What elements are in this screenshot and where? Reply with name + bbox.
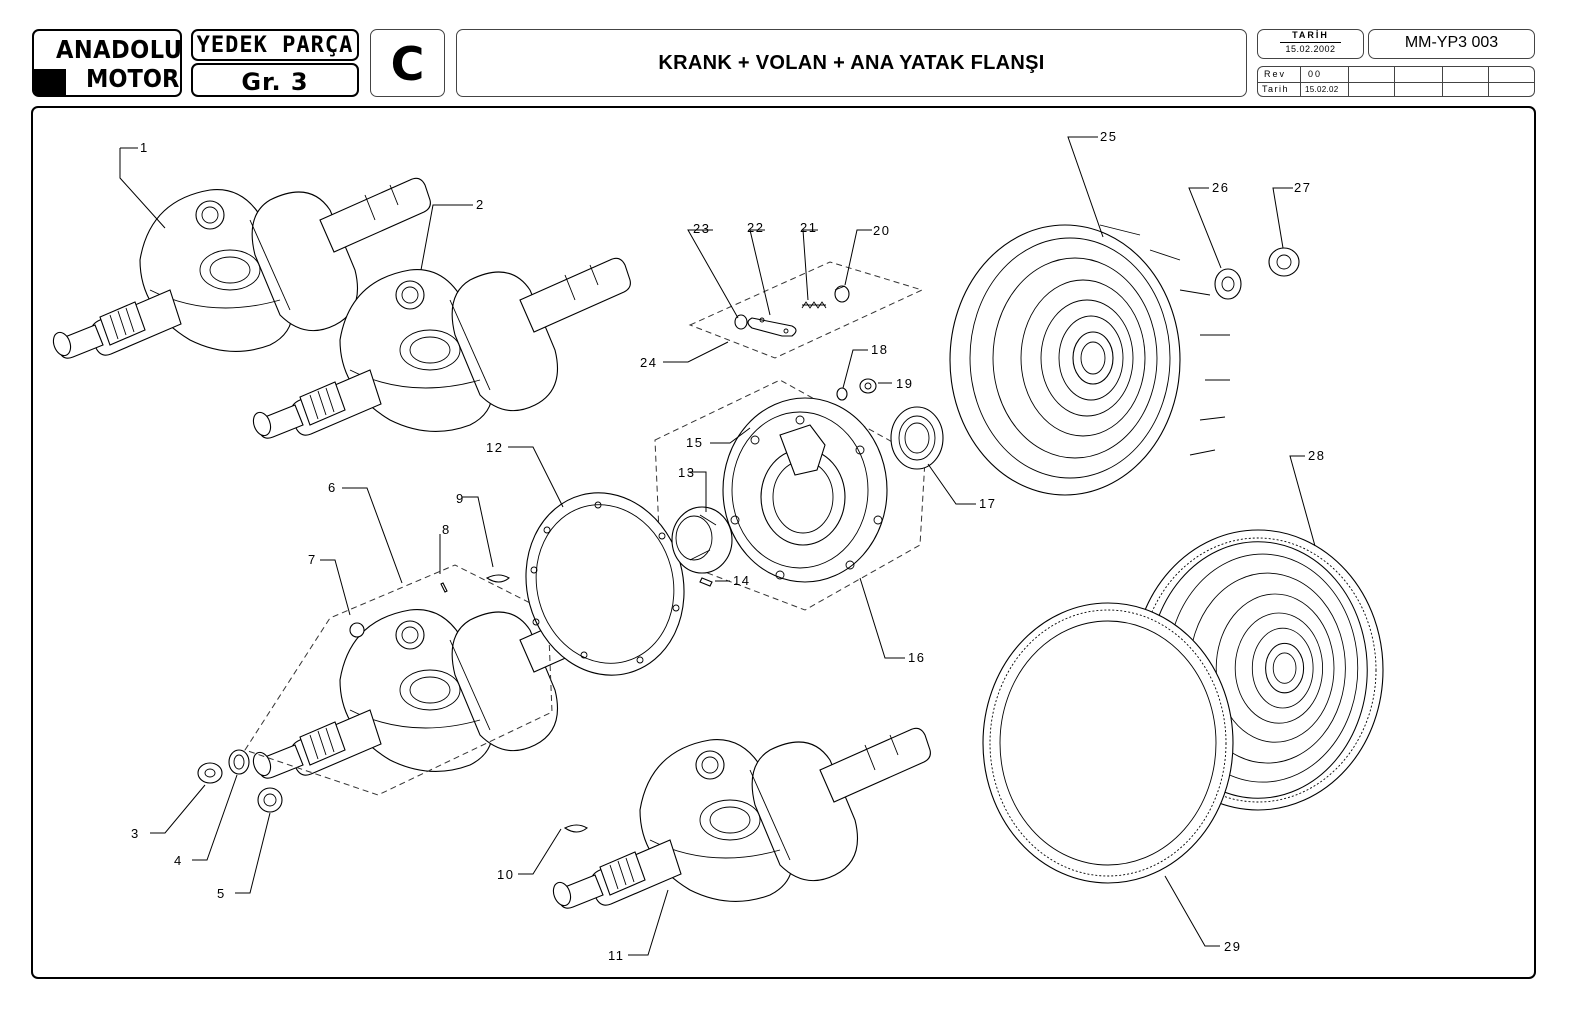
- part-14-pin: [699, 577, 713, 587]
- group-label: Gr. 3: [241, 68, 309, 96]
- part-12-gasket: [525, 492, 685, 676]
- callout-2: 2: [476, 197, 485, 212]
- assembly-group-24: [688, 261, 924, 359]
- rev-col-divider: [1300, 67, 1301, 96]
- leader-lines: [119, 136, 1316, 956]
- date-divider: [1280, 42, 1341, 43]
- doc-number-box: MM-YP3 003: [1368, 29, 1535, 59]
- part-4-washer: [228, 749, 250, 775]
- callout-29: 29: [1224, 939, 1241, 954]
- date-box: TARİH 15.02.2002: [1257, 29, 1364, 59]
- callout-6: 6: [328, 480, 337, 495]
- callout-5: 5: [217, 886, 226, 901]
- part-29-ring-gear: [982, 602, 1234, 884]
- logo-line2: MOTOR: [86, 64, 180, 93]
- callout-15: 15: [686, 435, 703, 450]
- rev-col-divider: [1488, 67, 1489, 96]
- callout-labels: 1 2 3 4 5 6 7 8 9 10 11 12 13 14 15 16 1…: [131, 129, 1325, 963]
- title-box: KRANK + VOLAN + ANA YATAK FLANŞI: [456, 29, 1247, 97]
- callout-24: 24: [640, 355, 657, 370]
- callout-23: 23: [693, 221, 710, 236]
- callout-9: 9: [456, 491, 465, 506]
- callout-4: 4: [174, 853, 183, 868]
- part-23-screw: [734, 314, 748, 330]
- revision-table: Rev 00 Tarih 15.02.02: [1257, 66, 1535, 97]
- date-value: 15.02.2002: [1285, 44, 1336, 54]
- part-9-key: [485, 574, 510, 583]
- page-title: KRANK + VOLAN + ANA YATAK FLANŞI: [658, 52, 1045, 74]
- part-21-spring: [801, 301, 827, 309]
- callout-21: 21: [800, 220, 817, 235]
- rev-col-divider: [1348, 67, 1349, 96]
- company-logo: ANADOLU MOTOR: [32, 29, 182, 97]
- callout-13: 13: [678, 465, 695, 480]
- callout-22: 22: [747, 220, 764, 235]
- part-20-bushing: [834, 285, 850, 303]
- callout-28: 28: [1308, 448, 1325, 463]
- logo-block: [34, 69, 66, 96]
- part-15-flange: [722, 397, 888, 583]
- rev-row-divider: [1258, 82, 1534, 83]
- category-label: YEDEK PARÇA: [196, 33, 354, 58]
- callout-19: 19: [896, 376, 913, 391]
- part-17-seal: [890, 406, 944, 470]
- part-10-key: [563, 824, 588, 833]
- callout-27: 27: [1294, 180, 1311, 195]
- callout-11: 11: [608, 948, 625, 963]
- callout-12: 12: [486, 440, 503, 455]
- crankshaft-11: [549, 727, 931, 909]
- category-box: YEDEK PARÇA: [191, 29, 359, 61]
- callout-25: 25: [1100, 129, 1117, 144]
- rev-col-divider: [1394, 67, 1395, 96]
- rev-col-divider: [1442, 67, 1443, 96]
- callout-17: 17: [979, 496, 996, 511]
- rev-date-value: 15.02.02: [1305, 85, 1339, 94]
- callout-8: 8: [442, 522, 451, 537]
- callout-20: 20: [873, 223, 890, 238]
- part-3-nut: [197, 762, 223, 784]
- callout-10: 10: [497, 867, 514, 882]
- part-25-flywheel: [949, 224, 1230, 496]
- callout-18: 18: [871, 342, 888, 357]
- callout-7: 7: [308, 552, 317, 567]
- part-13-bearing: [671, 506, 733, 574]
- section-letter-box: C: [370, 29, 445, 97]
- date-label: TARİH: [1292, 30, 1329, 40]
- part-8-pin: [440, 582, 448, 593]
- part-26-washer: [1214, 268, 1242, 300]
- callout-14: 14: [733, 573, 750, 588]
- part-7-ball: [349, 622, 365, 638]
- part-19-nut: [859, 378, 877, 394]
- group-box: Gr. 3: [191, 63, 359, 97]
- callout-3: 3: [131, 826, 140, 841]
- rev-date-label: Tarih: [1262, 84, 1290, 94]
- part-18-washer: [836, 387, 848, 401]
- rev-value: 00: [1308, 69, 1323, 79]
- section-letter: C: [390, 37, 425, 91]
- part-27-nut: [1268, 247, 1300, 277]
- callout-1: 1: [140, 140, 149, 155]
- callout-26: 26: [1212, 180, 1229, 195]
- rev-label: Rev: [1264, 69, 1287, 79]
- part-22-lever: [747, 317, 797, 337]
- callout-16: 16: [908, 650, 925, 665]
- logo-line1: ANADOLU: [56, 35, 183, 64]
- part-5-nut: [257, 787, 283, 813]
- doc-number: MM-YP3 003: [1404, 34, 1499, 51]
